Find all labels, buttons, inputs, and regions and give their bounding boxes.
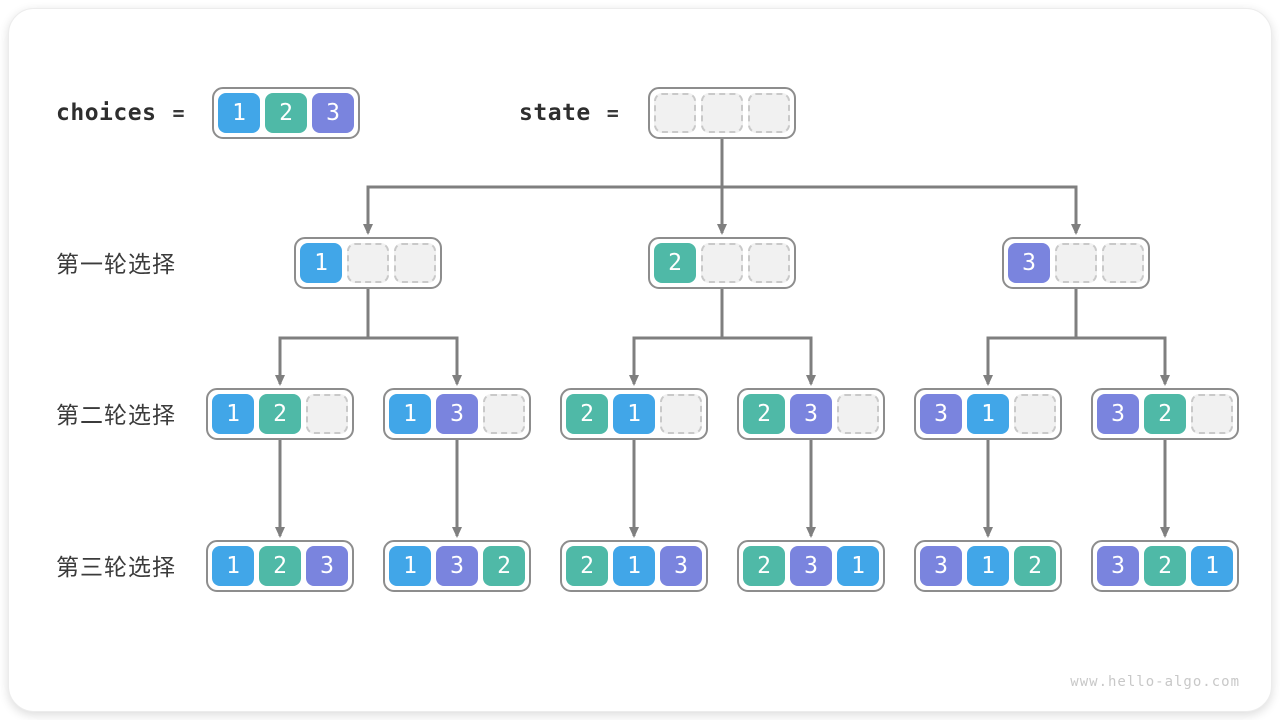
- cell-empty: [347, 243, 389, 283]
- round-3-label: 第三轮选择: [56, 554, 176, 580]
- cell-empty: [1102, 243, 1144, 283]
- cell-empty: [394, 243, 436, 283]
- cell-value-1: 1: [389, 546, 431, 586]
- cell-value-1: 1: [837, 546, 879, 586]
- cell-value-1: 1: [389, 394, 431, 434]
- cell-value-3: 3: [660, 546, 702, 586]
- cell-empty: [660, 394, 702, 434]
- choices-equals: =: [172, 101, 185, 125]
- choices-expression: choices =: [56, 87, 184, 139]
- cell-value-2: 2: [566, 394, 608, 434]
- cell-value-3: 3: [920, 546, 962, 586]
- cell-empty: [483, 394, 525, 434]
- node-round1-2: 3: [1002, 237, 1150, 289]
- cell-value-2: 2: [743, 546, 785, 586]
- cell-value-1: 1: [300, 243, 342, 283]
- cell-empty: [748, 243, 790, 283]
- cell-value-1: 1: [613, 394, 655, 434]
- cell-value-1: 1: [967, 394, 1009, 434]
- cell-value-2: 2: [654, 243, 696, 283]
- cell-empty: [701, 93, 743, 133]
- cell-value-3: 3: [312, 93, 354, 133]
- cell-value-1: 1: [967, 546, 1009, 586]
- watermark: www.hello-algo.com: [1070, 674, 1240, 690]
- cell-empty: [701, 243, 743, 283]
- choices-label: choices: [56, 100, 157, 126]
- cell-value-1: 1: [212, 546, 254, 586]
- round-2-label: 第二轮选择: [56, 402, 176, 428]
- cell-value-2: 2: [259, 394, 301, 434]
- cell-empty: [1191, 394, 1233, 434]
- cell-empty: [654, 93, 696, 133]
- cell-value-1: 1: [1191, 546, 1233, 586]
- cell-value-2: 2: [1144, 394, 1186, 434]
- cell-empty: [1014, 394, 1056, 434]
- cell-value-2: 2: [1014, 546, 1056, 586]
- cell-value-3: 3: [1008, 243, 1050, 283]
- state-expression: state =: [519, 87, 619, 139]
- cell-value-2: 2: [265, 93, 307, 133]
- cell-value-3: 3: [436, 394, 478, 434]
- round-1-label: 第一轮选择: [56, 251, 176, 277]
- cell-value-3: 3: [790, 394, 832, 434]
- state-equals: =: [606, 101, 619, 125]
- cell-value-3: 3: [1097, 394, 1139, 434]
- cell-value-3: 3: [920, 394, 962, 434]
- cell-empty: [837, 394, 879, 434]
- state-label: state: [519, 100, 591, 126]
- cell-empty: [306, 394, 348, 434]
- node-round1-0: 1: [294, 237, 442, 289]
- node-round1-1: 2: [648, 237, 796, 289]
- cell-value-3: 3: [790, 546, 832, 586]
- cell-value-1: 1: [613, 546, 655, 586]
- cell-value-3: 3: [436, 546, 478, 586]
- cell-empty: [1055, 243, 1097, 283]
- cell-value-2: 2: [743, 394, 785, 434]
- card-background: [8, 8, 1272, 712]
- cell-value-1: 1: [212, 394, 254, 434]
- cell-value-2: 2: [1144, 546, 1186, 586]
- state-array: [648, 87, 796, 139]
- cell-empty: [748, 93, 790, 133]
- cell-value-2: 2: [259, 546, 301, 586]
- cell-value-3: 3: [1097, 546, 1139, 586]
- cell-value-1: 1: [218, 93, 260, 133]
- cell-value-2: 2: [483, 546, 525, 586]
- cell-value-2: 2: [566, 546, 608, 586]
- cell-value-3: 3: [306, 546, 348, 586]
